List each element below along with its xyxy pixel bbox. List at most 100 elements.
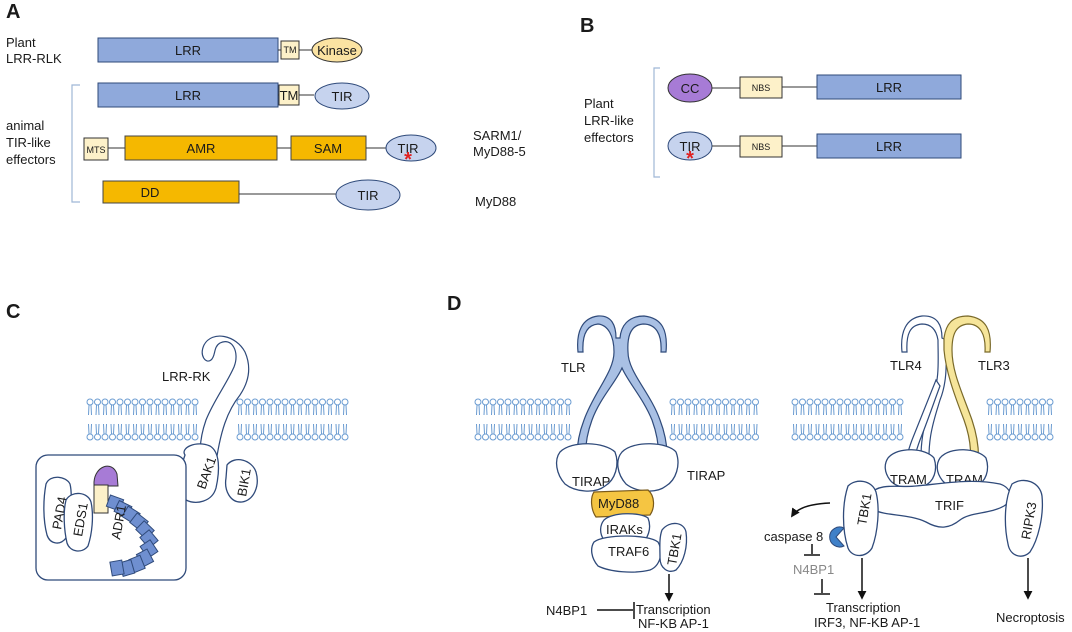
lipid-head — [266, 398, 274, 406]
lipid-head — [497, 433, 504, 441]
lipid-tail — [193, 404, 197, 416]
lipid-head — [1009, 398, 1016, 406]
lipid-head — [341, 398, 349, 406]
lipid-tail — [671, 404, 675, 416]
lipid-head — [889, 433, 896, 441]
lipid-head — [146, 433, 154, 441]
lipid-head — [176, 433, 184, 441]
lipid-tail — [1003, 423, 1007, 435]
adr1-label: ADR1 — [108, 504, 129, 541]
lipid-head — [534, 398, 542, 406]
lipid-tail — [140, 423, 145, 435]
a-row4-dd-label: DD — [141, 185, 160, 200]
lipid-head — [489, 433, 497, 441]
lipid-head — [699, 433, 707, 441]
lipid-tail — [693, 404, 698, 416]
a-row3-amr-box — [124, 135, 278, 161]
trif-protein — [866, 480, 1011, 528]
lipid-head — [564, 433, 572, 441]
adr1-lrr-domain — [105, 494, 159, 578]
a-row3-tir-ellipse — [385, 134, 437, 162]
lipid-head — [512, 433, 519, 441]
lipid-head — [489, 398, 497, 406]
a-row2-tm-label: TM — [280, 88, 299, 103]
adr1-cc-domain — [93, 465, 119, 487]
membrane-d-left — [474, 398, 759, 441]
lipid-tail — [275, 404, 280, 416]
membrane-d-right — [791, 398, 1054, 441]
lipid-head — [994, 433, 1001, 441]
lipid-tail — [88, 404, 92, 416]
lipid-head — [244, 433, 251, 441]
lipid-head — [1046, 398, 1054, 406]
lipid-tail — [723, 404, 728, 416]
lipid-head — [512, 398, 519, 406]
lipid-tail — [298, 404, 302, 416]
lipid-head — [821, 433, 829, 441]
lipid-tail — [260, 423, 265, 435]
lipid-head — [184, 433, 191, 441]
lipid-tail — [678, 423, 683, 435]
lipid-head — [851, 398, 859, 406]
panel-b-letter: B — [580, 15, 594, 37]
lipid-head — [482, 398, 489, 406]
lipid-tail — [988, 423, 992, 435]
lipid-tail — [95, 423, 100, 435]
lipid-head — [836, 433, 844, 441]
lipid-tail — [110, 423, 115, 435]
lipid-head — [1016, 398, 1024, 406]
lipid-head — [896, 398, 904, 406]
lipid-tail — [305, 404, 310, 416]
tlr3-receptor — [943, 315, 991, 479]
lipid-tail — [566, 423, 570, 435]
lipid-tail — [701, 423, 705, 435]
plant-lrr-rlk-label-2: LRR-RLK — [6, 51, 62, 66]
lipid-tail — [716, 404, 720, 416]
lipid-head — [829, 433, 836, 441]
lipid-tail — [558, 423, 563, 435]
lipid-tail — [731, 404, 735, 416]
lipid-head — [791, 398, 799, 406]
lipid-head — [874, 433, 881, 441]
lipid-head — [169, 433, 176, 441]
lipid-tail — [521, 423, 525, 435]
lipid-head — [707, 433, 714, 441]
lipid-tail — [528, 404, 533, 416]
lipid-head — [289, 398, 296, 406]
lipid-tail — [1040, 423, 1045, 435]
lipid-head — [677, 398, 684, 406]
lipid-head — [707, 398, 714, 406]
lipid-head — [191, 398, 199, 406]
panel-b: B Plant LRR-like effectors CC NBS LRR TI… — [580, 15, 962, 178]
ripk3-label: RIPK3 — [1018, 501, 1039, 541]
lipid-tail — [746, 404, 750, 416]
lipid-tail — [155, 404, 160, 416]
lipid-tail — [1025, 404, 1030, 416]
lipid-head — [806, 433, 814, 441]
lipid-head — [542, 398, 549, 406]
lipid-head — [866, 398, 874, 406]
lipid-head — [334, 433, 341, 441]
lipid-head — [542, 433, 549, 441]
lipid-tail — [890, 404, 895, 416]
b-row2-tir-label: TIR — [680, 139, 701, 154]
lipid-head — [737, 398, 744, 406]
lipid-head — [131, 398, 139, 406]
lipid-tail — [305, 423, 310, 435]
lipid-tail — [536, 423, 540, 435]
lipid-tail — [686, 404, 690, 416]
lipid-tail — [170, 423, 175, 435]
lipid-head — [236, 433, 244, 441]
lipid-tail — [830, 404, 835, 416]
lipid-tail — [551, 404, 555, 416]
lipid-head — [154, 398, 161, 406]
lipid-head — [326, 433, 334, 441]
plant-lrr-rlk-label-1: Plant — [6, 35, 36, 50]
lipid-tail — [815, 404, 820, 416]
sarm1-label-2: MyD88-5 — [473, 144, 526, 159]
lipid-tail — [88, 423, 92, 435]
lipid-head — [116, 433, 124, 441]
lipid-tail — [860, 404, 865, 416]
lipid-head — [1001, 398, 1009, 406]
a-row2-lrr-box — [97, 82, 279, 108]
